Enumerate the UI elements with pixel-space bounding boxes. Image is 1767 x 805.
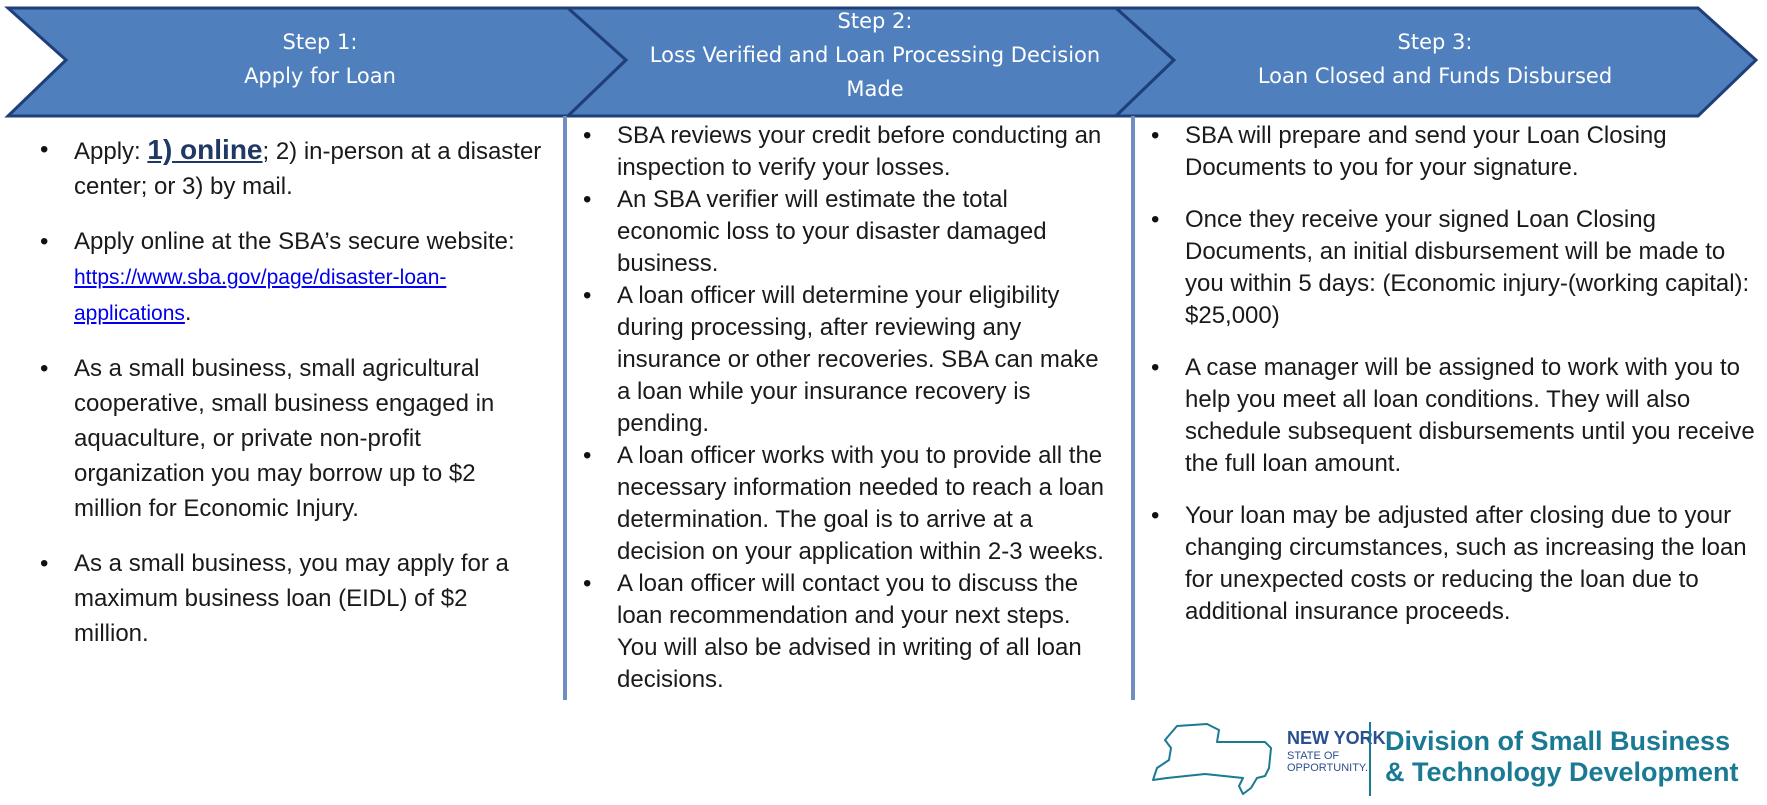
bullet-text: As a small business, you may apply for a… — [74, 550, 509, 647]
bullet-item: A loan officer works with you to provide… — [573, 440, 1113, 568]
step3-chevron — [1112, 6, 1759, 118]
bullet-item: SBA reviews your credit before conductin… — [573, 120, 1113, 184]
bullet-text: A loan officer will contact you to discu… — [617, 570, 1082, 693]
bullet-text: ; 2) in-person at a disaster center; or … — [74, 138, 542, 200]
bullet-text: Once they receive your signed Loan Closi… — [1185, 206, 1750, 329]
step2-column: SBA reviews your credit before conductin… — [573, 120, 1113, 696]
bullet-item: Your loan may be adjusted after closing … — [1141, 500, 1756, 628]
bullet-text: Apply online at the SBA’s secure website… — [74, 228, 515, 255]
step2-header: Step 2: Loss Verified and Loan Processin… — [640, 4, 1110, 106]
new-york-state-outline-icon — [1152, 723, 1272, 795]
logo-separator — [1369, 722, 1371, 796]
bullet-item: A loan officer will contact you to discu… — [573, 568, 1113, 696]
bullet-text: An SBA verifier will estimate the total … — [617, 186, 1047, 277]
step3-label: Step 3: — [1397, 30, 1473, 54]
bullet-text: Apply: — [74, 138, 148, 165]
bullet-item: An SBA verifier will estimate the total … — [573, 184, 1113, 280]
logo-division-name: Division of Small Business & Technology … — [1385, 726, 1739, 788]
column-divider-1 — [563, 116, 567, 700]
logo-division-line2: & Technology Development — [1385, 757, 1739, 787]
logo-state-tagline: STATE OF OPPORTUNITY. — [1287, 750, 1368, 774]
bullet-text: SBA reviews your credit before conductin… — [617, 122, 1102, 181]
step3-title: Loan Closed and Funds Disbursed — [1257, 64, 1613, 88]
bullet-text: . — [184, 299, 192, 326]
logo-state-name: NEW YORK — [1287, 728, 1386, 748]
step3-header: Step 3: Loan Closed and Funds Disbursed — [1190, 25, 1680, 93]
bullet-item: A case manager will be assigned to work … — [1141, 352, 1756, 480]
bullet-item: A loan officer will determine your eligi… — [573, 280, 1113, 440]
step2-title: Loss Verified and Loan Processing Decisi… — [649, 43, 1101, 101]
bullet-text: A case manager will be assigned to work … — [1185, 354, 1755, 477]
nys-sbtdc-logo: NEW YORK STATE OF OPPORTUNITY. Division … — [1147, 720, 1747, 800]
process-chevrons — [4, 6, 1759, 118]
bullet-text: As a small business, small agricultural … — [74, 355, 495, 522]
logo-division-line1: Division of Small Business — [1385, 726, 1731, 756]
bullet-item: Apply online at the SBA’s secure website… — [30, 224, 545, 331]
column-divider-2 — [1131, 116, 1135, 700]
bullet-item: As a small business, you may apply for a… — [30, 546, 545, 651]
bullet-item: As a small business, small agricultural … — [30, 351, 545, 526]
bullet-text: A loan officer will determine your eligi… — [617, 282, 1099, 437]
step1-column: Apply: 1) online; 2) in-person at a disa… — [30, 132, 545, 671]
bullet-text: A loan officer works with you to provide… — [617, 442, 1104, 565]
bullet-text: Your loan may be adjusted after closing … — [1185, 502, 1747, 625]
step2-bullets: SBA reviews your credit before conductin… — [573, 120, 1113, 696]
step2-label: Step 2: — [837, 9, 913, 33]
step3-column: SBA will prepare and send your Loan Clos… — [1141, 120, 1756, 648]
bullet-item: Once they receive your signed Loan Closi… — [1141, 204, 1756, 332]
step1-bullets: Apply: 1) online; 2) in-person at a disa… — [30, 132, 545, 651]
sba-website-link[interactable]: https://www.sba.gov/page/disaster-loan-a… — [74, 266, 447, 325]
bullet-item: Apply: 1) online; 2) in-person at a disa… — [30, 132, 545, 204]
step1-header: Step 1: Apply for Loan — [70, 25, 570, 93]
bullet-text: SBA will prepare and send your Loan Clos… — [1185, 122, 1667, 181]
apply-online-link[interactable]: 1) online — [147, 134, 263, 165]
step3-bullets: SBA will prepare and send your Loan Clos… — [1141, 120, 1756, 628]
step1-title: Apply for Loan — [244, 64, 396, 88]
bullet-item: SBA will prepare and send your Loan Clos… — [1141, 120, 1756, 184]
step1-label: Step 1: — [282, 30, 358, 54]
